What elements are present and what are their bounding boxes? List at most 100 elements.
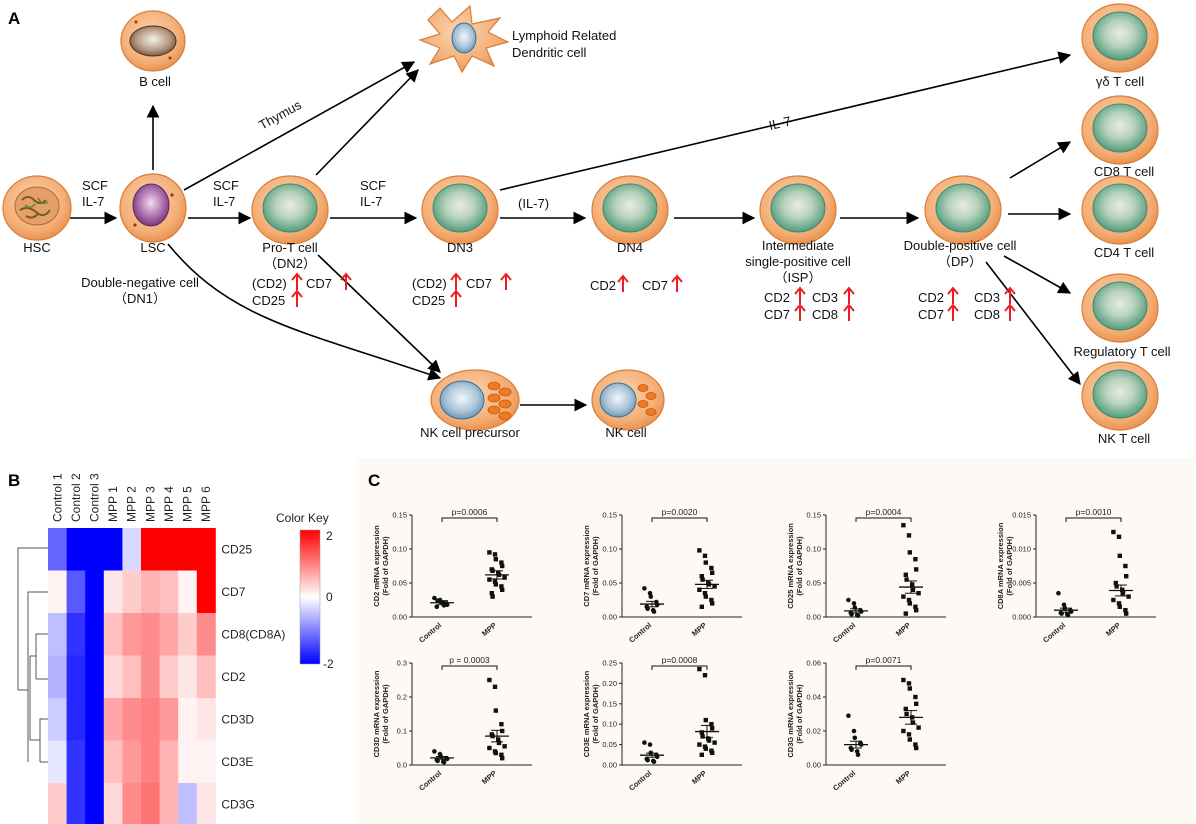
data-point-mpp xyxy=(500,563,505,569)
label-dn3: DN3 xyxy=(447,240,473,255)
heatmap-cell xyxy=(196,698,216,741)
y-axis-label: CD7 mRNA expression xyxy=(582,525,591,607)
data-point-mpp xyxy=(1116,601,1122,606)
label-isp-2: single-positive cell xyxy=(745,254,851,269)
heatmap-cell xyxy=(48,698,67,741)
heatmap-cell xyxy=(122,698,142,741)
data-point-mpp xyxy=(1117,553,1122,558)
markers-dn2: (CD2) CD7 CD25 xyxy=(252,272,352,308)
data-point-mpp xyxy=(1126,594,1131,599)
data-point-mpp xyxy=(903,706,908,712)
data-point-control xyxy=(645,757,650,763)
arrow-dp-cd8t xyxy=(1009,141,1072,179)
data-point-mpp xyxy=(493,582,498,587)
y-tick-label: 0.05 xyxy=(602,740,617,749)
data-point-mpp xyxy=(487,745,492,751)
heatmap-cell xyxy=(122,528,142,571)
markers-dn3: (CD2) CD7 CD25 xyxy=(412,272,512,308)
p-value-label: p=0.0010 xyxy=(1076,507,1112,517)
heatmap-cell xyxy=(159,698,179,741)
data-point-mpp xyxy=(1116,534,1122,539)
arrow-dn3-gd xyxy=(499,51,1072,191)
dp-cell xyxy=(924,175,1002,245)
data-point-mpp xyxy=(901,728,906,734)
edge-label-il7-3: IL-7 xyxy=(360,194,382,209)
marker-dn4-cd7: CD7 xyxy=(642,278,668,293)
data-point-control xyxy=(849,747,854,752)
heatmap-cell xyxy=(103,613,123,656)
panel-a: A xyxy=(2,3,1171,446)
markers-dn4: CD2 CD7 xyxy=(590,274,683,293)
up-arrow-icon xyxy=(947,286,959,304)
heatmap-cell xyxy=(141,783,160,824)
label-dendritic-1: Lymphoid Related xyxy=(512,28,616,43)
y-axis-label: CD25 mRNA expression xyxy=(786,523,795,609)
heatmap-row-label: CD25 xyxy=(221,542,252,556)
markers-isp: CD2 CD3 CD7 CD8 xyxy=(764,286,855,322)
heatmap-cell xyxy=(196,570,216,614)
label-dn1-2: （DN1） xyxy=(114,291,166,306)
data-point-mpp xyxy=(913,557,918,562)
data-point-mpp xyxy=(490,594,495,599)
marker-dp-cd7: CD7 xyxy=(918,307,944,322)
data-point-mpp xyxy=(901,594,906,599)
heatmap-cell xyxy=(103,740,123,784)
data-point-control xyxy=(648,594,654,599)
data-point-mpp xyxy=(502,744,507,749)
up-arrow-icon xyxy=(450,289,462,307)
color-key: Color Key 2 0 -2 xyxy=(276,511,334,671)
data-point-mpp xyxy=(702,591,708,596)
data-point-mpp xyxy=(499,560,504,565)
data-point-mpp xyxy=(496,740,502,746)
heatmap-cell xyxy=(122,570,142,614)
up-arrow-icon xyxy=(843,303,855,321)
data-point-mpp xyxy=(914,567,919,572)
data-point-mpp xyxy=(709,597,714,603)
heatmap-cell xyxy=(85,698,105,741)
label-dendritic-2: Dendritic cell xyxy=(512,45,587,60)
label-dn2-1: Pro-T cell xyxy=(262,240,317,255)
data-point-control xyxy=(441,603,447,608)
y-tick-label: 0.04 xyxy=(806,693,821,702)
panel-c-background xyxy=(356,458,1194,824)
data-point-control xyxy=(851,601,857,606)
y-tick-label: 0.005 xyxy=(1012,579,1031,588)
y-tick-label: 0.00 xyxy=(806,613,821,622)
heatmap-cell xyxy=(122,613,142,656)
heatmap-column-label: Control 3 xyxy=(88,473,102,522)
heatmap-column-label: MPP 4 xyxy=(162,486,176,522)
y-tick-label: 0.010 xyxy=(1012,545,1031,554)
data-point-control xyxy=(435,758,440,764)
data-point-mpp xyxy=(699,604,704,609)
heatmap-cell xyxy=(103,570,123,614)
data-point-control xyxy=(434,604,440,610)
heatmap-cell xyxy=(141,655,160,699)
heatmap-cell xyxy=(178,570,198,614)
data-point-mpp xyxy=(1120,587,1125,592)
data-point-mpp xyxy=(703,746,708,751)
heatmap-cell xyxy=(103,698,123,741)
data-point-control xyxy=(645,606,650,612)
data-point-mpp xyxy=(500,587,505,592)
up-arrow-icon xyxy=(843,286,855,304)
data-point-mpp xyxy=(903,572,908,577)
data-point-mpp xyxy=(906,597,912,603)
marker-isp-cd2: CD2 xyxy=(764,290,790,305)
cd8t-cell xyxy=(1081,95,1159,165)
heatmap-column-label: MPP 5 xyxy=(181,486,195,522)
y-tick-label: 0.05 xyxy=(806,579,821,588)
edge-label-il7-1: IL-7 xyxy=(82,194,104,209)
heatmap-cell xyxy=(122,740,142,784)
data-point-mpp xyxy=(492,579,498,584)
heatmap-cell xyxy=(178,783,198,824)
up-arrow-icon xyxy=(947,303,959,321)
data-point-control xyxy=(851,728,857,734)
data-point-mpp xyxy=(907,737,912,742)
label-nkp: NK cell precursor xyxy=(420,425,520,440)
heatmap-cell xyxy=(48,655,67,699)
significance-bracket xyxy=(855,665,912,670)
y-tick-label: 0.000 xyxy=(1012,613,1031,622)
data-point-mpp xyxy=(500,728,505,734)
